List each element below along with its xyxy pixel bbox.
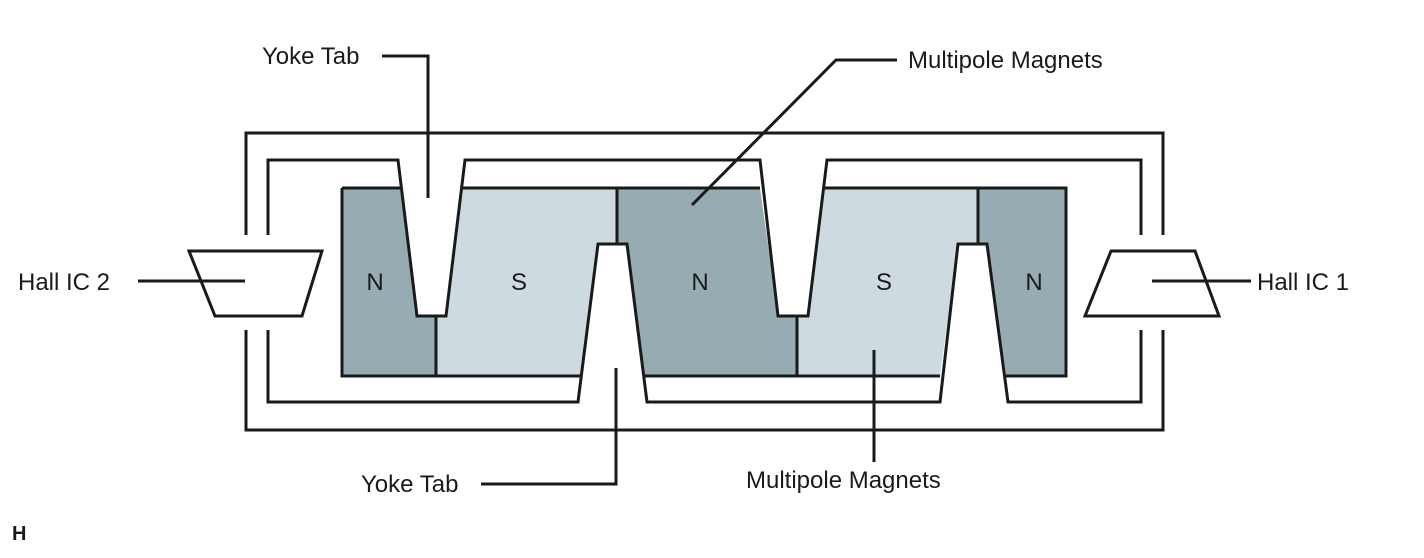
label-hall-ic-2: Hall IC 2 [18, 269, 110, 296]
pole-label-1: N [366, 269, 383, 296]
magnet-segment-n1 [342, 188, 436, 376]
pole-label-4: S [876, 269, 892, 296]
label-hall-ic-1: Hall IC 1 [1257, 269, 1349, 296]
label-yoke-tab-bottom: Yoke Tab [361, 471, 458, 498]
magnet-segment-n3 [978, 188, 1066, 376]
pole-label-3: N [691, 269, 708, 296]
label-yoke-tab-top: Yoke Tab [262, 43, 359, 70]
leader-lines [138, 54, 1251, 486]
magnet-outline [340, 186, 1068, 378]
figure-code: H [12, 523, 26, 545]
hall-ic-2-element [186, 249, 325, 318]
magnet-segment-n2 [617, 188, 797, 376]
pole-label-2: S [511, 269, 527, 296]
pole-label-5: N [1025, 269, 1042, 296]
magnet-segment-s2 [797, 188, 978, 376]
label-multipole-magnets-bottom: Multipole Magnets [746, 467, 941, 494]
multipole-magnet-strip [342, 188, 1066, 376]
hall-ic-1-element [1082, 249, 1222, 318]
yoke [244, 131, 1165, 432]
magnet-segment-s1 [436, 188, 617, 376]
label-multipole-magnets-top: Multipole Magnets [908, 47, 1103, 74]
